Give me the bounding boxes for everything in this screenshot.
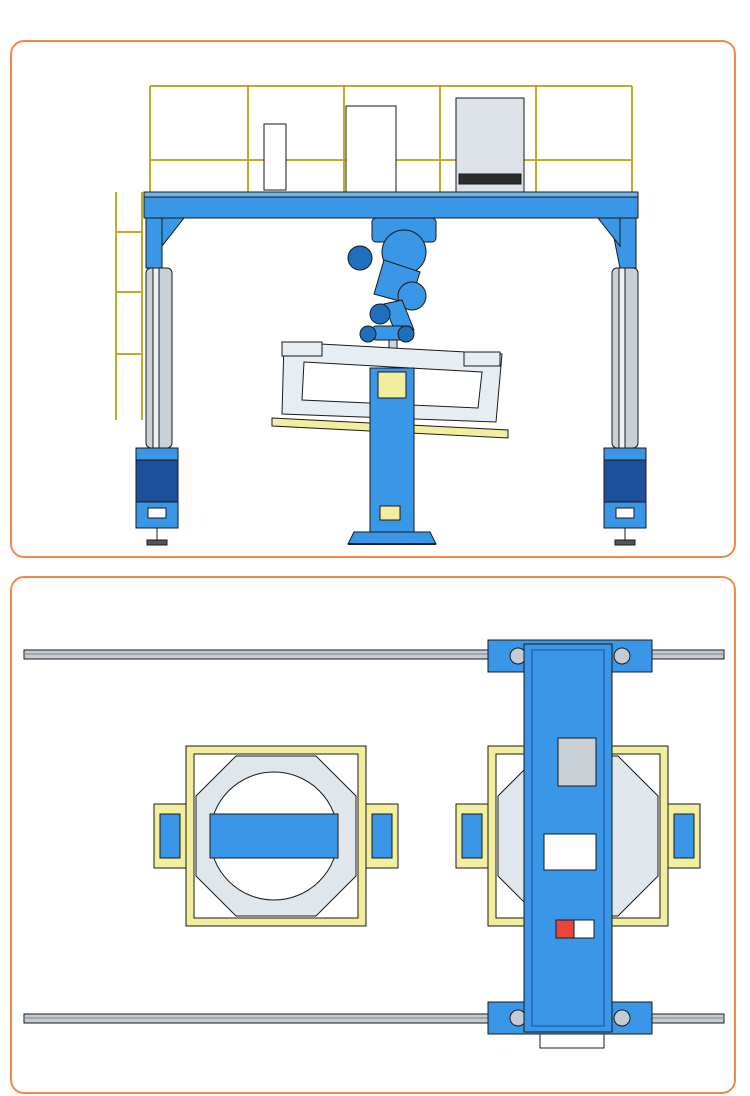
- left-column: [135, 217, 186, 546]
- control-cabinet-small: [263, 123, 287, 191]
- front-view-panel: [10, 40, 736, 558]
- top-railing: [149, 85, 633, 192]
- robot-arm: [347, 217, 437, 355]
- top-view-drawing: [23, 639, 725, 1049]
- right-column: [596, 217, 647, 546]
- access-ladder: [115, 192, 143, 420]
- gantry-carriage: [487, 639, 653, 1049]
- control-cabinet-mid: [345, 105, 397, 193]
- fixture-left: [153, 745, 399, 927]
- top-view-panel: [10, 576, 736, 1094]
- front-view-drawing: [115, 85, 647, 546]
- positioner-pedestal: [347, 367, 437, 545]
